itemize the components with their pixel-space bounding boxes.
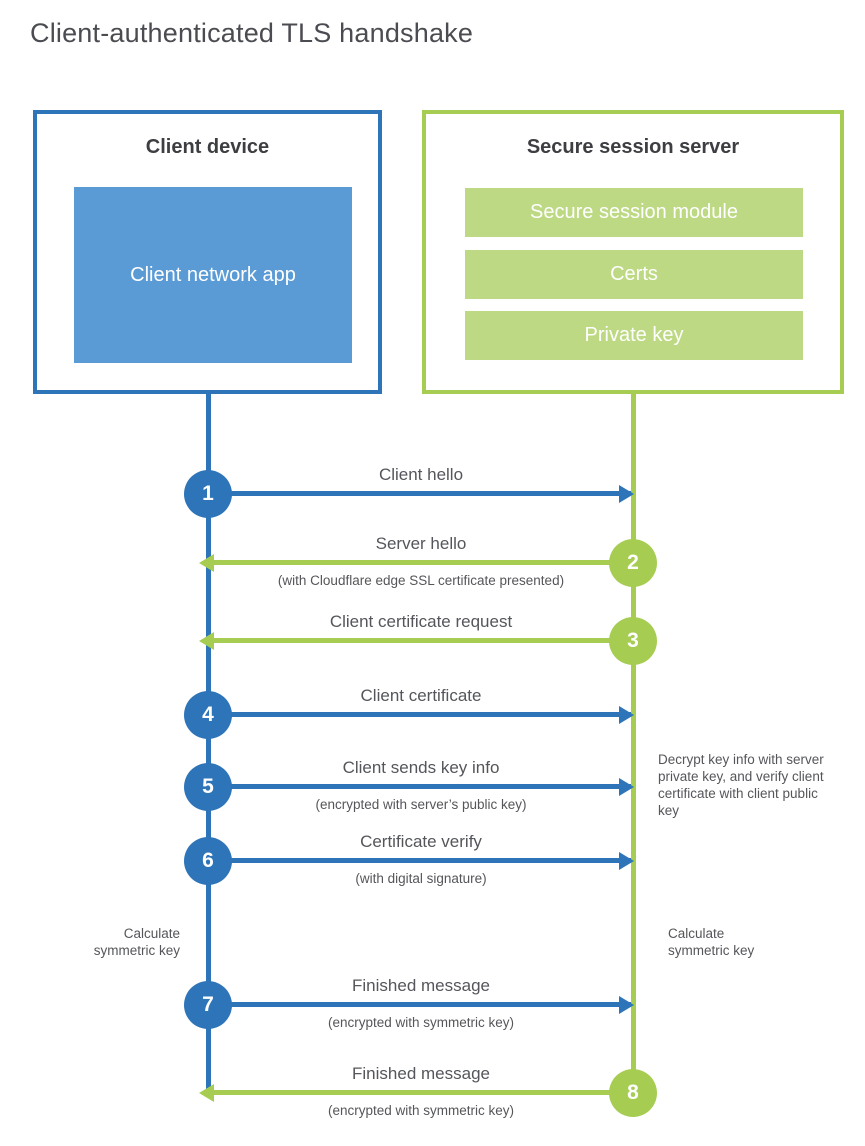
step-8-marker: 8 [609, 1069, 657, 1117]
arrow-right-icon [208, 777, 634, 796]
arrow-right-icon [208, 851, 634, 870]
arrow-left-icon [199, 1083, 634, 1102]
arrow-left-icon [199, 631, 634, 650]
step-1-marker: 1 [184, 470, 232, 518]
secure-session-server-box: Secure session server Secure session mod… [422, 110, 844, 394]
step-6-marker: 6 [184, 837, 232, 885]
message-sublabel: (encrypted with symmetric key) [327, 1103, 515, 1118]
message-sublabel: (encrypted with symmetric key) [327, 1015, 515, 1030]
client-device-box: Client device Client network app [33, 110, 382, 394]
client-lifeline [206, 391, 211, 1096]
message-label: Client certificate [360, 686, 482, 705]
message-client-certificate: Client certificate [208, 685, 634, 724]
arrow-right-icon [208, 705, 634, 724]
message-certificate-verify: Certificate verify (with digital signatu… [208, 831, 634, 886]
client-calculate-symmetric-key-note: Calculate symmetric key [93, 926, 180, 958]
server-lifeline [631, 391, 636, 1093]
arrow-right-icon [208, 484, 634, 503]
message-client-hello: Client hello [208, 464, 634, 503]
message-sublabel: (with Cloudflare edge SSL certificate pr… [277, 573, 565, 588]
certs-bar: Certs [465, 250, 803, 299]
message-label: Server hello [375, 534, 467, 553]
message-label: Client certificate request [329, 612, 513, 631]
message-label: Client hello [378, 465, 464, 484]
secure-session-module-bar: Secure session module [465, 188, 803, 237]
message-label: Finished message [352, 1064, 490, 1083]
message-label: Finished message [352, 976, 490, 995]
private-key-bar: Private key [465, 311, 803, 360]
message-finished-server: Finished message (encrypted with symmetr… [199, 1063, 634, 1118]
step-5-marker: 5 [184, 763, 232, 811]
step-3-marker: 3 [609, 617, 657, 665]
message-sublabel: (with digital signature) [355, 871, 487, 886]
client-device-title: Client device [145, 136, 270, 158]
diagram-title: Client-authenticated TLS handshake [30, 18, 474, 48]
secure-session-server-title: Secure session server [526, 136, 740, 158]
step-7-marker: 7 [184, 981, 232, 1029]
step-2-marker: 2 [609, 539, 657, 587]
message-client-sends-key-info: Client sends key info (encrypted with se… [208, 757, 634, 812]
client-network-app-box: Client network app [74, 187, 352, 363]
server-calculate-symmetric-key-note: Calculate symmetric key [668, 926, 755, 958]
message-server-hello: Server hello (with Cloudflare edge SSL c… [199, 533, 634, 588]
message-sublabel: (encrypted with server’s public key) [315, 797, 527, 812]
arrow-right-icon [208, 995, 634, 1014]
message-client-certificate-request: Client certificate request [199, 611, 634, 650]
arrow-left-icon [199, 553, 634, 572]
message-label: Client sends key info [342, 758, 500, 777]
client-network-app-label: Client network app [130, 263, 296, 286]
message-finished-client: Finished message (encrypted with symmetr… [208, 975, 634, 1030]
server-decrypt-note: Decrypt key info with server private key… [658, 752, 824, 818]
step-4-marker: 4 [184, 691, 232, 739]
message-label: Certificate verify [360, 832, 482, 851]
